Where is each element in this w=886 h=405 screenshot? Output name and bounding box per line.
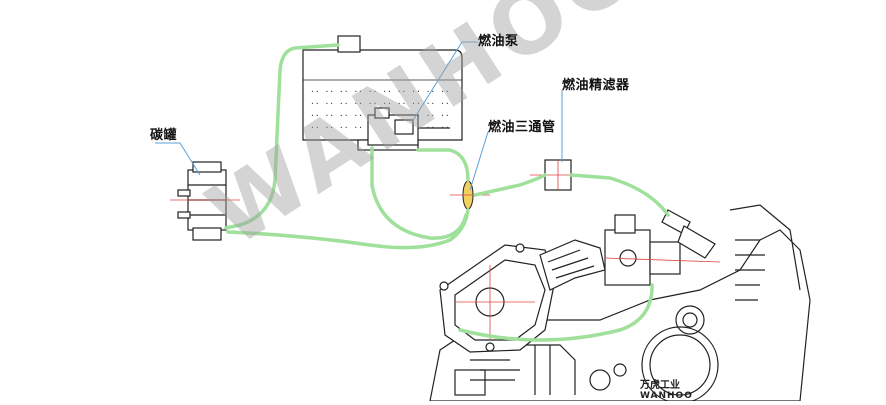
label-fuel-tee: 燃油三通管 <box>488 120 556 135</box>
engine <box>429 204 811 404</box>
logo-cn: 万虎工业 <box>640 380 680 391</box>
svg-text:.. .. .. .. .. .. .. .. .. ..: .. .. .. .. .. .. .. .. .. .. <box>310 97 450 106</box>
leader-lines <box>155 41 563 191</box>
carbon-canister <box>170 161 240 241</box>
fuel-hoses <box>224 43 670 342</box>
brand-logo: 万虎工业 WANHOO <box>640 376 693 401</box>
fuel-pump <box>367 107 450 146</box>
label-fuel-pump: 燃油泵 <box>478 34 519 49</box>
air-filter-box <box>439 243 556 353</box>
svg-text:.. .. .. .. .. .. .. .. .. ..: .. .. .. .. .. .. .. .. .. .. <box>310 85 450 94</box>
label-carbon-canister: 碳罐 <box>150 128 178 143</box>
intake-duct <box>539 239 606 291</box>
fuel-filter <box>530 159 590 191</box>
label-fuel-filter: 燃油精滤器 <box>562 78 630 93</box>
fuel-tee <box>450 180 490 210</box>
throttle-body <box>604 214 721 286</box>
logo-en: WANHOO <box>640 391 693 401</box>
